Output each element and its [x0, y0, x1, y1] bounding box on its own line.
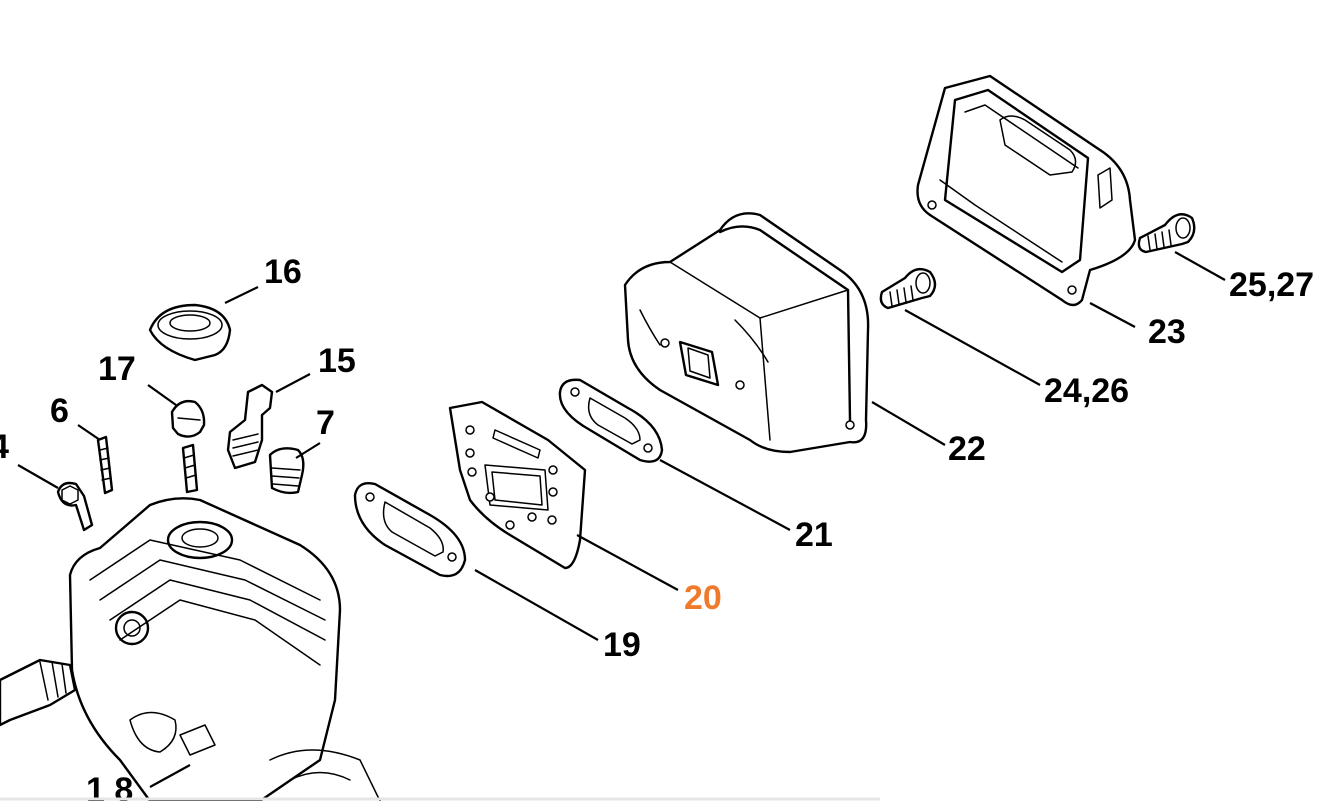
part-21-gasket[interactable] — [558, 378, 664, 463]
part-15-plug[interactable] — [226, 383, 274, 470]
callout-21[interactable]: 21 — [795, 516, 833, 554]
part-17-nut[interactable] — [170, 399, 206, 438]
callout-15[interactable]: 15 — [318, 342, 356, 380]
spark-plug — [0, 658, 77, 727]
callout-4[interactable]: 4 — [0, 428, 9, 466]
part-7-fitting[interactable] — [268, 447, 305, 495]
callout-18[interactable]: 1 8 — [86, 771, 133, 801]
leader-lines — [17, 251, 1226, 788]
callout-25-27[interactable]: 25,27 — [1229, 266, 1314, 304]
callout-7[interactable]: 7 — [316, 404, 335, 442]
callout-20[interactable]: 20 — [684, 579, 722, 617]
callout-17[interactable]: 17 — [98, 350, 136, 388]
part-22-muffler-body[interactable] — [623, 212, 870, 454]
callout-16[interactable]: 16 — [264, 253, 302, 291]
callout-24-26[interactable]: 24,26 — [1044, 372, 1129, 410]
part-23-muffler-cover[interactable] — [916, 74, 1137, 307]
part-4-screw[interactable] — [56, 481, 94, 532]
callout-6[interactable]: 6 — [50, 392, 69, 430]
part-20-plate-highlighted[interactable] — [448, 400, 587, 570]
part-16-cap[interactable] — [148, 303, 232, 362]
part-17-stud — [181, 443, 199, 494]
part-24-26-screw[interactable] — [879, 267, 937, 310]
part-6-stud[interactable] — [96, 435, 114, 495]
callout-labels: 16 17 15 6 7 4 1 8 19 20 21 22 23 24,26 … — [0, 253, 1314, 801]
part-25-27-screw[interactable] — [1137, 213, 1196, 254]
callout-23[interactable]: 23 — [1148, 313, 1186, 351]
callout-19[interactable]: 19 — [603, 626, 641, 664]
cylinder-assembly — [68, 497, 381, 801]
part-19-gasket[interactable] — [353, 481, 467, 578]
callout-22[interactable]: 22 — [948, 430, 986, 468]
